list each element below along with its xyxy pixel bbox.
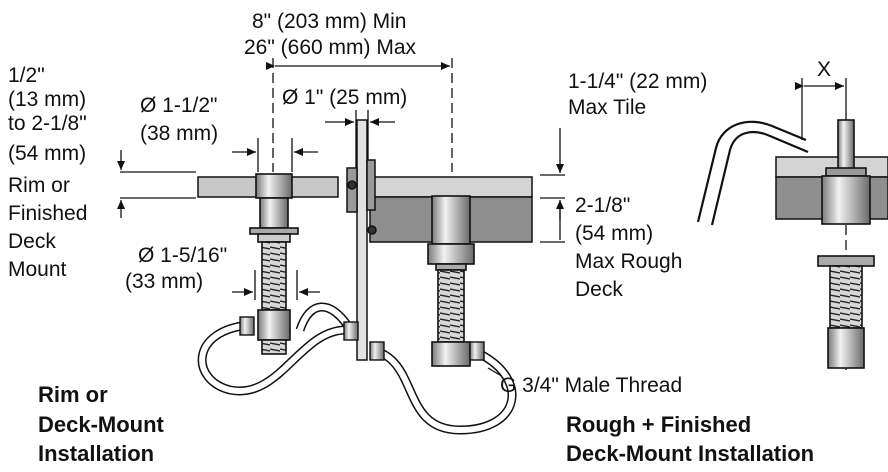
shank-dia-line-1: Ø 1-5/16" xyxy=(138,244,227,267)
flexible-hose-icon xyxy=(197,302,517,435)
deck-thickness-line-6: Finished xyxy=(8,202,87,225)
spacing-max-label: 26" (660 mm) Max xyxy=(244,36,416,59)
x-dimension-label: X xyxy=(817,58,831,81)
hose-fittings xyxy=(239,316,485,361)
rough-deck-line-4: Deck xyxy=(575,278,623,301)
tile-line-2: Max Tile xyxy=(568,96,646,119)
shank-dia-line-2: (33 mm) xyxy=(125,270,203,293)
clip-assembly xyxy=(346,119,377,361)
body-dia-line-2: (38 mm) xyxy=(140,122,218,145)
rim-install-line-3: Installation xyxy=(38,441,154,466)
tile-layer xyxy=(369,176,533,198)
tile-line-1: 1-1/4" (22 mm) xyxy=(568,70,707,93)
valve-assembly-icon xyxy=(249,173,299,355)
deck-thickness-line-2: (13 mm) xyxy=(8,88,86,111)
rim-install-line-1: Rim or xyxy=(38,382,108,407)
hole-dia-label: Ø 1" (25 mm) xyxy=(282,86,407,109)
rough-deck-line-1: 2-1/8" xyxy=(575,194,630,217)
spout-icon xyxy=(696,120,809,226)
rough-deck-line-2: (54 mm) xyxy=(575,222,653,245)
deck-thickness-line-8: Mount xyxy=(8,258,67,281)
deck-thickness-line-7: Deck xyxy=(8,230,56,253)
deck-thickness-line-1: 1/2" xyxy=(8,64,45,87)
spacing-min-label: 8" (203 mm) Min xyxy=(252,10,407,33)
deck-thickness-line-4: (54 mm) xyxy=(8,142,86,165)
deck-layers xyxy=(197,156,888,243)
rim-install-line-2: Deck-Mount xyxy=(38,412,165,437)
deck-thickness-line-3: to 2-1/8" xyxy=(8,112,87,135)
rough-install-line-2: Deck-Mount Installation xyxy=(566,441,814,466)
valve-assembly-icon xyxy=(427,195,475,367)
thread-label: G 3/4" Male Thread xyxy=(500,374,682,397)
rough-install-line-1: Rough + Finished xyxy=(566,412,751,437)
body-dia-line-1: Ø 1-1/2" xyxy=(140,94,218,117)
right-valve xyxy=(817,119,875,369)
deck-thickness-line-5: Rim or xyxy=(8,174,70,197)
rough-deck-line-3: Max Rough xyxy=(575,250,682,273)
